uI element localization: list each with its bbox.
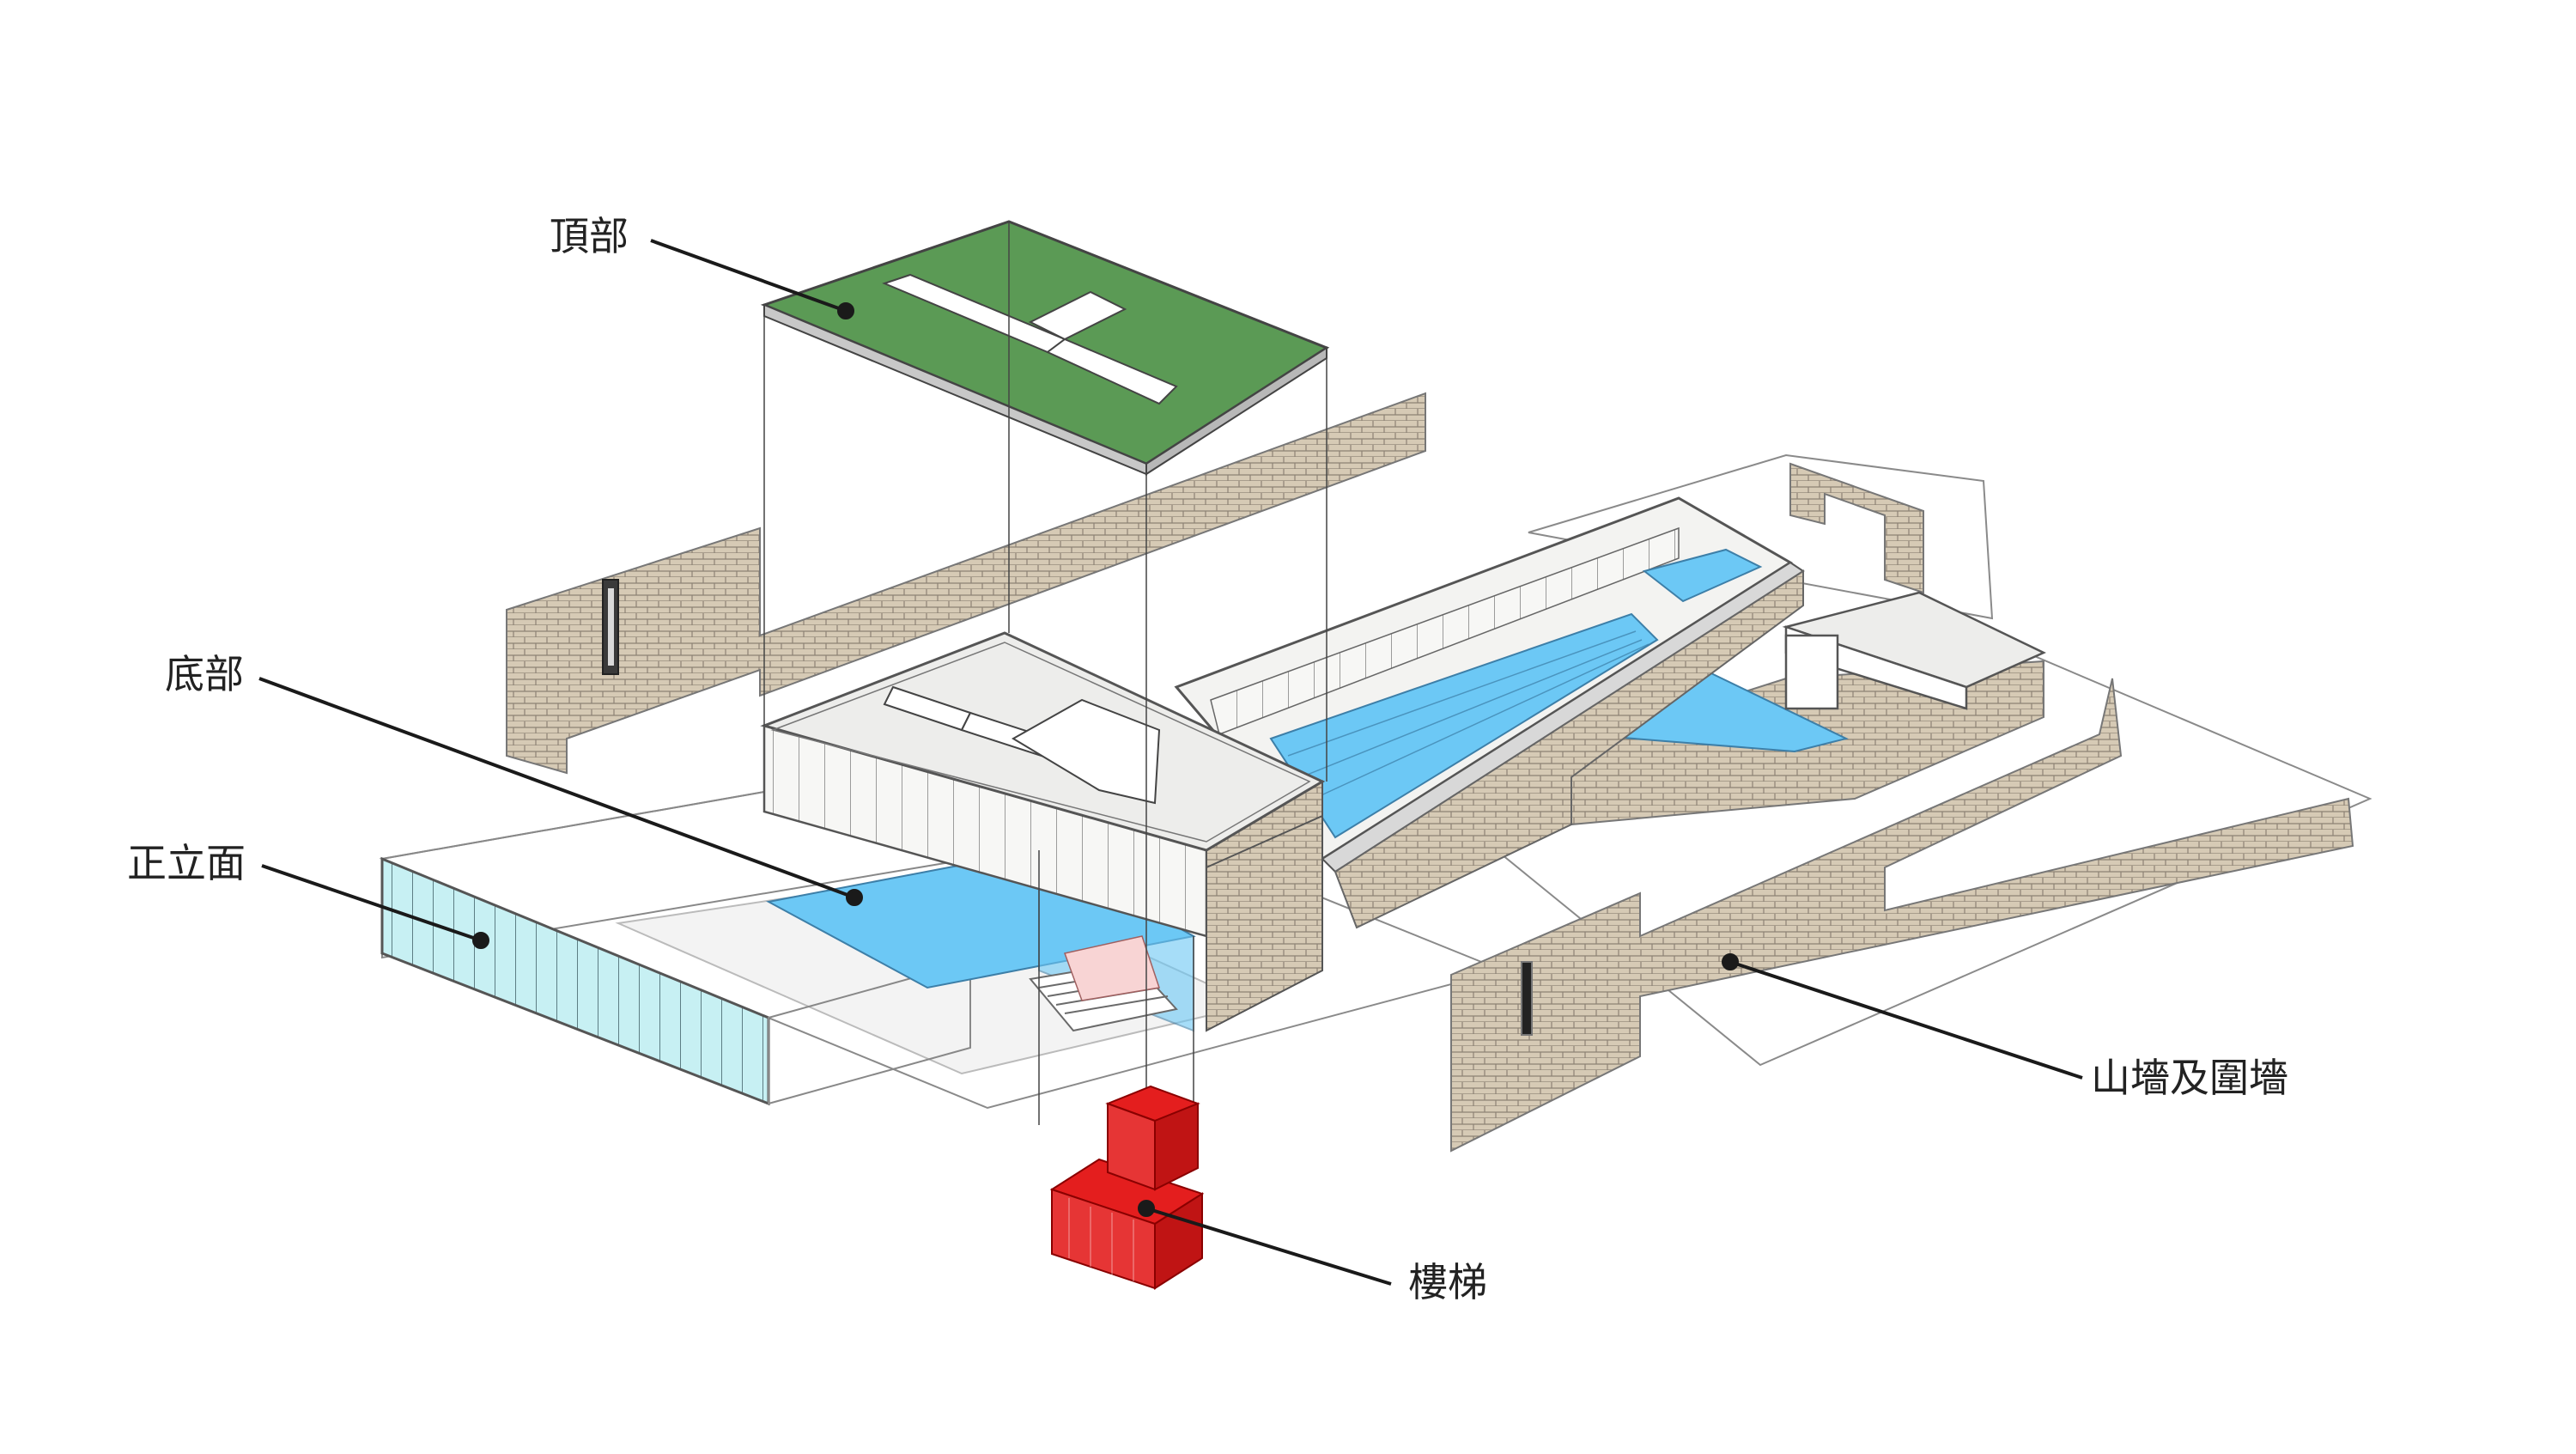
label-base: 底部 [165, 651, 244, 697]
leader-lines [258, 239, 2083, 1286]
right-pavilion [1782, 591, 2046, 710]
pool-hall [1174, 496, 1849, 929]
dot-icon [1722, 953, 1739, 970]
middle-pavilion [760, 631, 1326, 1032]
stair-core [1049, 1085, 1205, 1290]
label-stairs: 樓梯 [1408, 1259, 1487, 1305]
skylight-icon [882, 273, 1178, 405]
dot-icon [1138, 1200, 1155, 1217]
dot-icon [846, 889, 863, 906]
label-roof: 頂部 [550, 213, 629, 259]
dot-icon [837, 302, 854, 319]
label-walls: 山墻及圍墻 [2091, 1055, 2288, 1101]
roof-level [760, 220, 1330, 1125]
dot-icon [472, 932, 489, 949]
label-facade: 正立面 [127, 840, 246, 886]
skylight-icon [883, 685, 1161, 805]
